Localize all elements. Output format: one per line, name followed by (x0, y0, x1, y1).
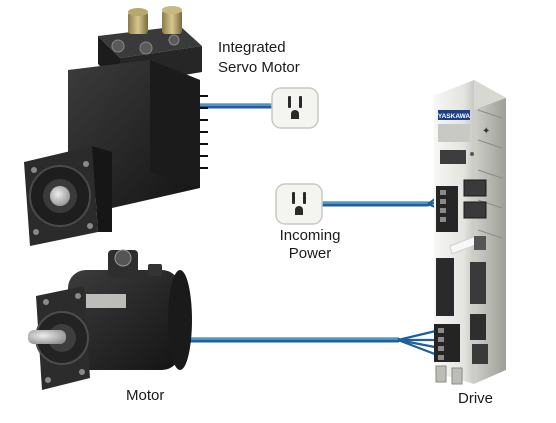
label-drive: Drive (458, 390, 494, 407)
drive-logo-icon: ✦ (482, 126, 490, 137)
label-incoming-power-line2: Power (288, 245, 332, 262)
integrated-servo-motor-image (24, 6, 208, 246)
cable-motor-to-drive (149, 328, 441, 358)
outlet-icon (271, 87, 319, 129)
outlet-icon (275, 183, 323, 225)
cable-integrated-to-outlet (197, 103, 281, 109)
label-integrated-servo-line1: Integrated (218, 39, 286, 56)
label-integrated-servo-line2: Servo Motor (218, 59, 300, 76)
label-motor: Motor (126, 387, 165, 404)
motor-image (28, 249, 192, 390)
cable-outlet-to-drive (315, 193, 443, 212)
drive-brand: YASKAWA (438, 113, 471, 120)
drive-image: YASKAWA ✦ (434, 80, 506, 385)
label-incoming-power-line1: Incoming (279, 227, 341, 244)
